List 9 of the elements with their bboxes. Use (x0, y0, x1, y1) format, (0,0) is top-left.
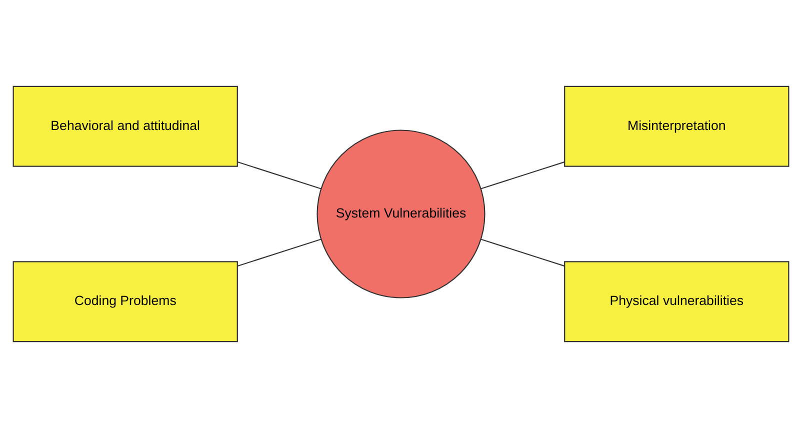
connector (238, 161, 322, 190)
connector (481, 161, 565, 190)
node-box: Behavioral and attitudinal (12, 86, 238, 167)
node-box: Physical vulnerabilities (564, 261, 790, 342)
connector (481, 238, 565, 267)
node-circle: System Vulnerabilities (316, 130, 486, 298)
node-box: Misinterpretation (564, 86, 790, 167)
connector (238, 238, 322, 267)
node-box: Coding Problems (12, 261, 238, 342)
